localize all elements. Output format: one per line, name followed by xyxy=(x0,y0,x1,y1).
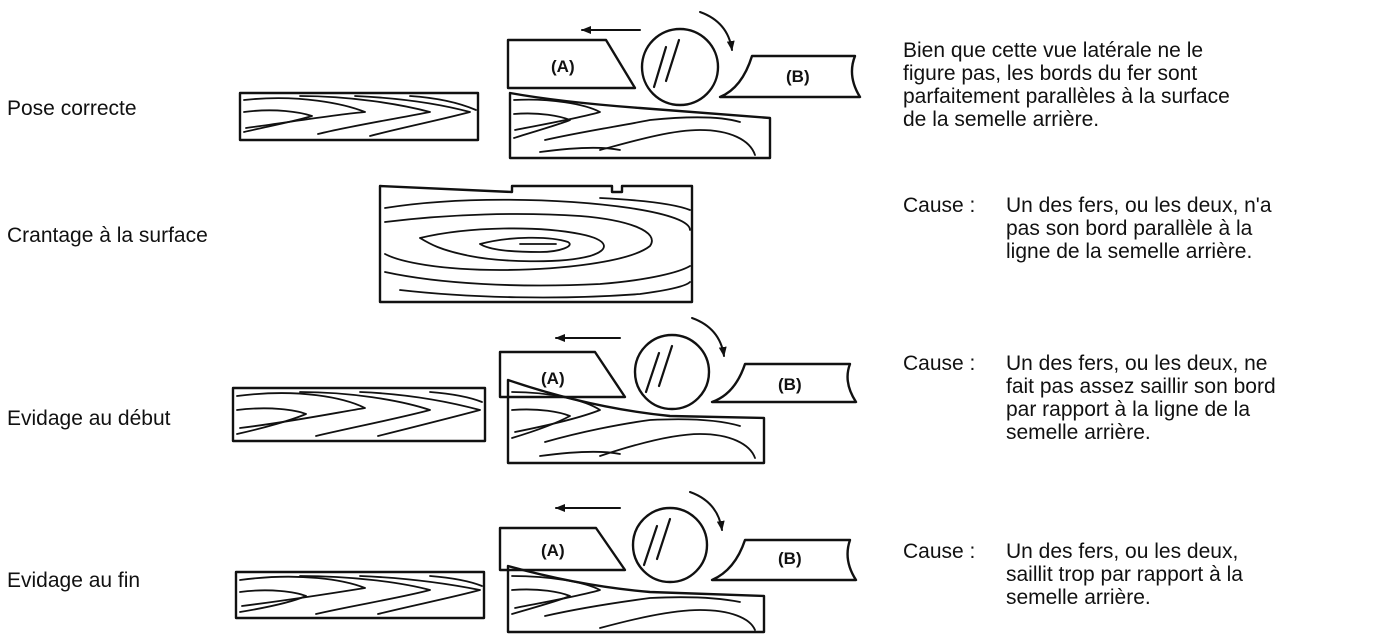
table-b xyxy=(710,538,858,582)
description-pose-correcte: Bien que cette vue latérale ne le figure… xyxy=(903,39,1230,131)
cause-line: par rapport à la ligne de la xyxy=(1006,398,1250,421)
cutter-head xyxy=(631,506,709,584)
diagram-evidage-debut xyxy=(231,317,858,465)
rotation-arrow xyxy=(689,491,725,531)
cause-line: ligne de la semelle arrière. xyxy=(1006,240,1253,263)
row-label-evidage-fin: Evidage au fin xyxy=(7,569,141,592)
row-label-evidage-debut: Evidage au début xyxy=(7,407,171,430)
label-b-row4: (B) xyxy=(778,549,802,568)
cutter-knife xyxy=(644,344,674,394)
cause-line: Un des fers, ou les deux, ne xyxy=(1006,352,1268,375)
cause-line: fait pas assez saillir son bord xyxy=(1006,375,1276,398)
board-infeed xyxy=(238,91,480,142)
description-line: Bien que cette vue latérale ne le xyxy=(903,39,1204,62)
cutter-head xyxy=(633,333,711,411)
table-a xyxy=(498,350,627,399)
cause-line: Un des fers, ou les deux, xyxy=(1006,540,1239,563)
diagram-crantage xyxy=(378,184,694,304)
label-b-row3: (B) xyxy=(778,375,802,394)
diagram-pose-correcte xyxy=(238,11,862,160)
row-label-crantage: Crantage à la surface xyxy=(7,224,208,247)
cutter-knife xyxy=(652,38,681,89)
cause-crantage: Cause : Un des fers, ou les deux, n'a pas… xyxy=(903,194,1272,263)
board-infeed xyxy=(231,386,487,443)
cause-head: Cause : xyxy=(903,194,976,217)
cause-evidage-debut: Cause : Un des fers, ou les deux, ne fait… xyxy=(903,352,1276,444)
cause-evidage-fin: Cause : Un des fers, ou les deux, saillit… xyxy=(903,540,1243,609)
cutter-head xyxy=(640,27,720,107)
label-a-row4: (A) xyxy=(541,541,565,560)
diagram-evidage-fin xyxy=(234,491,858,634)
board-infeed xyxy=(234,570,486,620)
board-outfeed xyxy=(506,564,766,634)
description-line: figure pas, les bords du fer sont xyxy=(903,62,1198,85)
description-line: parfaitement parallèles à la surface xyxy=(903,85,1230,108)
rotation-arrow xyxy=(699,11,735,51)
label-a-row1: (A) xyxy=(551,57,575,76)
wood-grain xyxy=(243,95,477,137)
board-notched xyxy=(378,184,694,304)
rotation-arrow xyxy=(691,317,727,357)
cause-head: Cause : xyxy=(903,540,976,563)
cause-line: semelle arrière. xyxy=(1006,586,1151,609)
cause-head: Cause : xyxy=(903,352,976,375)
label-a-row3: (A) xyxy=(541,369,565,388)
table-b xyxy=(718,54,862,99)
table-a xyxy=(498,526,627,572)
cause-line: semelle arrière. xyxy=(1006,421,1151,444)
label-b-row1: (B) xyxy=(786,67,810,86)
table-b xyxy=(710,362,858,404)
row-label-pose-correcte: Pose correcte xyxy=(7,97,137,120)
description-line: de la semelle arrière. xyxy=(903,108,1100,131)
cutter-knife xyxy=(642,517,672,567)
board-outfeed xyxy=(506,378,766,465)
board-outfeed xyxy=(508,91,772,160)
table-a xyxy=(506,38,637,90)
cause-line: saillit trop par rapport à la xyxy=(1006,563,1243,586)
cause-line: Un des fers, ou les deux, n'a xyxy=(1006,194,1272,217)
cause-line: pas son bord parallèle à la xyxy=(1006,217,1253,240)
